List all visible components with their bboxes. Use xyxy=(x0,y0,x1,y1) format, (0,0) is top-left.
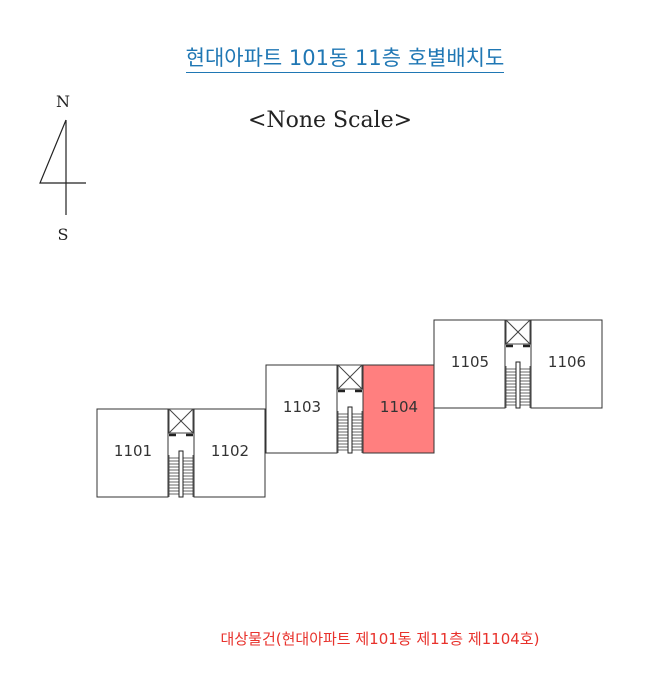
core xyxy=(337,364,363,454)
unit-outline xyxy=(433,319,506,409)
compass-north-label: N xyxy=(56,92,70,111)
stairs-icon xyxy=(168,450,194,498)
unit-label: 1101 xyxy=(114,442,152,460)
core xyxy=(505,319,531,409)
unit-label: 1103 xyxy=(283,398,321,416)
stairs-icon xyxy=(505,361,531,409)
elevator-icon xyxy=(168,408,194,437)
unit-label: 1106 xyxy=(548,353,586,371)
unit-1106[interactable]: 1106 xyxy=(530,319,603,409)
unit-label: 1105 xyxy=(451,353,489,371)
target-property-note: 대상물건(현대아파트 제101동 제11층 제1104호) xyxy=(220,630,540,648)
unit-outline xyxy=(96,408,169,498)
unit-outline xyxy=(362,364,435,454)
stairs-icon xyxy=(337,406,363,454)
unit-outline xyxy=(265,364,338,454)
unit-1101[interactable]: 1101 xyxy=(96,408,169,498)
core xyxy=(168,408,194,498)
compass-icon xyxy=(39,119,86,215)
unit-1103[interactable]: 1103 xyxy=(265,364,338,454)
unit-outline xyxy=(193,408,266,498)
compass-south-label: S xyxy=(58,225,69,244)
elevator-icon xyxy=(505,319,531,348)
unit-1104[interactable]: 1104 xyxy=(362,364,435,454)
unit-1102[interactable]: 1102 xyxy=(193,408,266,498)
elevator-icon xyxy=(337,364,363,393)
page-title: 현대아파트 101동 11층 호별배치도 xyxy=(0,42,660,73)
scale-note: <None Scale> xyxy=(247,108,413,133)
unit-1105[interactable]: 1105 xyxy=(433,319,506,409)
unit-label: 1104 xyxy=(380,398,418,416)
unit-outline xyxy=(530,319,603,409)
unit-label: 1102 xyxy=(211,442,249,460)
